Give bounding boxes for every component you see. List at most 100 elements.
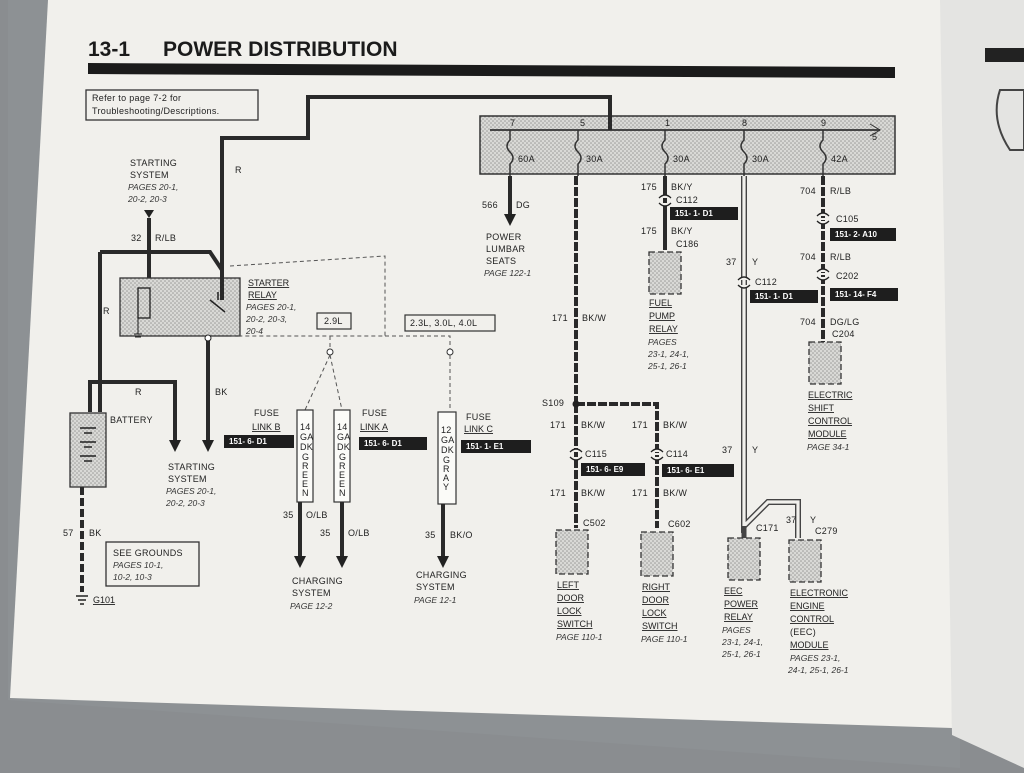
ground-label-g101: G101 xyxy=(93,595,115,605)
arrow-down-icon xyxy=(144,210,154,218)
wire-color-r2: BK/W xyxy=(663,488,687,498)
fuse-pin-9: 9 xyxy=(821,118,826,128)
terminal-icon xyxy=(204,334,212,342)
fuel-pump-label-line2: PUMP xyxy=(649,311,675,321)
fuse-link-a-code: 151- 6- D1 xyxy=(364,439,402,448)
left-switch-line2: DOOR xyxy=(557,593,585,603)
left-switch-line1: LEFT xyxy=(557,580,580,590)
engine-2-9l: 2.9L xyxy=(324,316,343,326)
shift-label-line4: MODULE xyxy=(808,429,847,439)
lumbar-label-line3: SEATS xyxy=(486,256,516,266)
wire-color-dg-lg: DG/LG xyxy=(830,317,860,327)
wire-color-l1: BK/W xyxy=(581,420,605,430)
circuit-566: 566 xyxy=(482,200,498,210)
wire-color-r-lb: R/LB xyxy=(155,233,176,243)
charging-right-line1: CHARGING xyxy=(416,570,467,580)
engine-other: 2.3L, 3.0L, 4.0L xyxy=(410,318,477,328)
fuse-rating-42a: 42A xyxy=(831,154,848,164)
svg-text:12: 12 xyxy=(441,425,452,435)
lumbar-label-line1: POWER xyxy=(486,232,522,242)
circuit-35-a: 35 xyxy=(283,510,294,520)
eec-module-line5: MODULE xyxy=(790,640,829,650)
svg-text:GA: GA xyxy=(441,435,455,445)
arrow-down-icon xyxy=(169,440,181,452)
fuse-pin-5: 5 xyxy=(580,118,585,128)
battery-cells-icon xyxy=(80,427,96,462)
svg-text:DK: DK xyxy=(300,442,313,452)
connector-c112-eec: C112 xyxy=(755,277,777,287)
circuit-171-r1: 171 xyxy=(632,420,648,430)
arrow-down-icon xyxy=(202,440,214,452)
charging-right-page: PAGE 12-1 xyxy=(414,595,457,605)
starter-relay-pages-line1: PAGES 20-1, xyxy=(246,302,296,312)
connector-c112-icon xyxy=(658,194,672,207)
starting-system-top-pages-line1: PAGES 20-1, xyxy=(128,182,178,192)
lumbar-page: PAGE 122-1 xyxy=(484,268,531,278)
left-switch-page: PAGE 110-1 xyxy=(556,632,603,642)
connector-c105-code: 151- 2- A10 xyxy=(835,230,878,239)
starting-system-bottom-pages-line2: 20-2, 20-3 xyxy=(165,498,205,508)
connector-c112-fuel-code: 151- 1- D1 xyxy=(675,209,713,218)
charging-right-line2: SYSTEM xyxy=(416,582,455,592)
wire-color-bk-o: BK/O xyxy=(450,530,473,540)
connector-c186: C186 xyxy=(676,239,699,249)
eec-power-relay-line3: RELAY xyxy=(724,612,753,622)
shift-label-line2: SHIFT xyxy=(808,403,835,413)
circuit-175-a: 175 xyxy=(641,182,657,192)
fuse-42a-icon xyxy=(819,130,827,176)
wire-color-bk: BK xyxy=(215,387,228,397)
arrow-down-icon xyxy=(437,556,449,568)
engine-other-box xyxy=(404,314,496,332)
fuel-pump-relay-box xyxy=(648,251,682,295)
refer-note-box xyxy=(85,89,259,121)
connector-c112-eec-code-badge xyxy=(750,290,818,303)
arrow-down-icon xyxy=(294,556,306,568)
splice-point-icon xyxy=(326,348,334,356)
fuel-pump-label-line1: FUEL xyxy=(649,298,672,308)
connector-c202-code-badge xyxy=(830,288,898,301)
circuit-704-a: 704 xyxy=(800,186,816,196)
charging-left-page: PAGE 12-2 xyxy=(290,601,333,611)
eec-module-line2: ENGINE xyxy=(790,601,825,611)
engine-select-dashed-line xyxy=(385,335,451,350)
wire-color-o-lb-b: O/LB xyxy=(348,528,370,538)
fuse-rating-60a: 60A xyxy=(518,154,535,164)
wire-color-y-b: Y xyxy=(752,445,758,455)
left-door-lock-switch-box xyxy=(555,529,589,575)
svg-text:N: N xyxy=(339,488,346,498)
refer-note-line1: Refer to page 7-2 for xyxy=(92,93,181,103)
fuse-pin-8: 8 xyxy=(742,118,747,128)
battery-label: BATTERY xyxy=(110,415,153,425)
eec-module-line3: CONTROL xyxy=(790,614,834,624)
fuse-rating-30a: 30A xyxy=(673,154,690,164)
wire-color-r-battery: R xyxy=(135,387,142,397)
wire-color-o-lb-a: O/LB xyxy=(306,510,328,520)
fuse-link-c-line2: LINK C xyxy=(464,424,494,434)
left-switch-line3: LOCK xyxy=(557,606,582,616)
see-grounds-box xyxy=(105,541,200,587)
starting-system-top-line1: STARTING xyxy=(130,158,177,168)
see-grounds-pages-line1: PAGES 10-1, xyxy=(113,560,163,570)
fuse-pin-7: 7 xyxy=(510,118,515,128)
circuit-37-b: 37 xyxy=(722,445,733,455)
shift-label-line1: ELECTRIC xyxy=(808,390,853,400)
starter-relay-label-line1: STARTER xyxy=(248,278,290,288)
page-title: POWER DISTRIBUTION xyxy=(163,38,398,61)
fuse-link-a-code-badge xyxy=(359,437,427,450)
connector-c115-code-badge xyxy=(581,463,645,476)
wire-color-l2: BK/W xyxy=(581,488,605,498)
wire-color-r1: BK/W xyxy=(663,420,687,430)
wire-color-dg: DG xyxy=(516,200,530,210)
battery-positive-wire xyxy=(88,380,177,440)
eec-module-line1: ELECTRONIC xyxy=(790,588,849,598)
eec-module-pages-line2: 24-1, 25-1, 26-1 xyxy=(787,665,849,675)
fuse-rating-30a: 30A xyxy=(752,154,769,164)
wire-color-r-lb-b: R/LB xyxy=(830,252,851,262)
connector-c105: C105 xyxy=(836,214,859,224)
connector-c114: C114 xyxy=(666,449,688,459)
eec-power-relay-pages-line1: PAGES xyxy=(722,625,751,635)
svg-text:R: R xyxy=(443,464,450,474)
section-number: 13-1 xyxy=(88,38,130,61)
fuse-30a-icon xyxy=(740,130,748,176)
